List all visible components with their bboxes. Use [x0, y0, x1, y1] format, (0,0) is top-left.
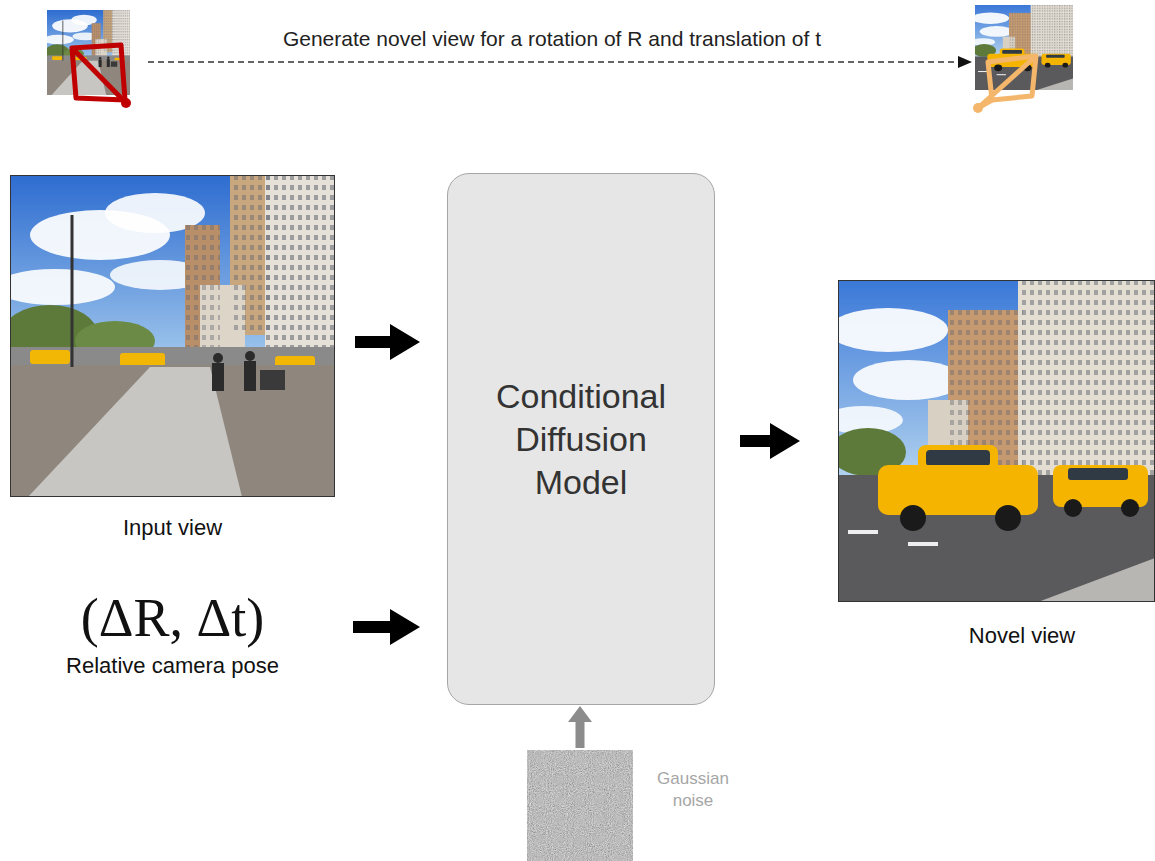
- title-note: Generate novel view for a rotation of R …: [152, 26, 952, 52]
- target-camera: [973, 56, 1036, 113]
- flow-arrow: [568, 706, 592, 748]
- novel-view-node: Novel view: [838, 280, 1155, 602]
- node-caption: Input view: [10, 514, 335, 542]
- novel-thumbnail: [970, 5, 1073, 90]
- flow-arrow: [740, 423, 800, 459]
- arrow-head: [958, 56, 972, 68]
- novel-image: [823, 280, 1155, 602]
- source-camera: [72, 45, 131, 108]
- pose-node: (ΔR, Δt) Relative camera pose: [0, 588, 345, 680]
- flow-arrow: [353, 609, 420, 645]
- flow-arrow: [355, 324, 420, 360]
- noise-image: [527, 750, 633, 861]
- input-view-node: Input view: [10, 175, 335, 497]
- input-image: [0, 175, 335, 497]
- pose-formula: (ΔR, Δt): [0, 588, 345, 648]
- model-title: Conditional Diffusion Model: [476, 375, 686, 504]
- node-caption: Gaussian noise: [648, 768, 738, 812]
- dashed-arrow: [148, 61, 960, 63]
- node-caption: Novel view: [922, 622, 1122, 650]
- noise-node: Gaussian noise: [527, 750, 633, 861]
- model-box: Conditional Diffusion Model: [447, 173, 715, 705]
- input-thumbnail: [43, 10, 130, 95]
- pose-caption: Relative camera pose: [0, 652, 345, 680]
